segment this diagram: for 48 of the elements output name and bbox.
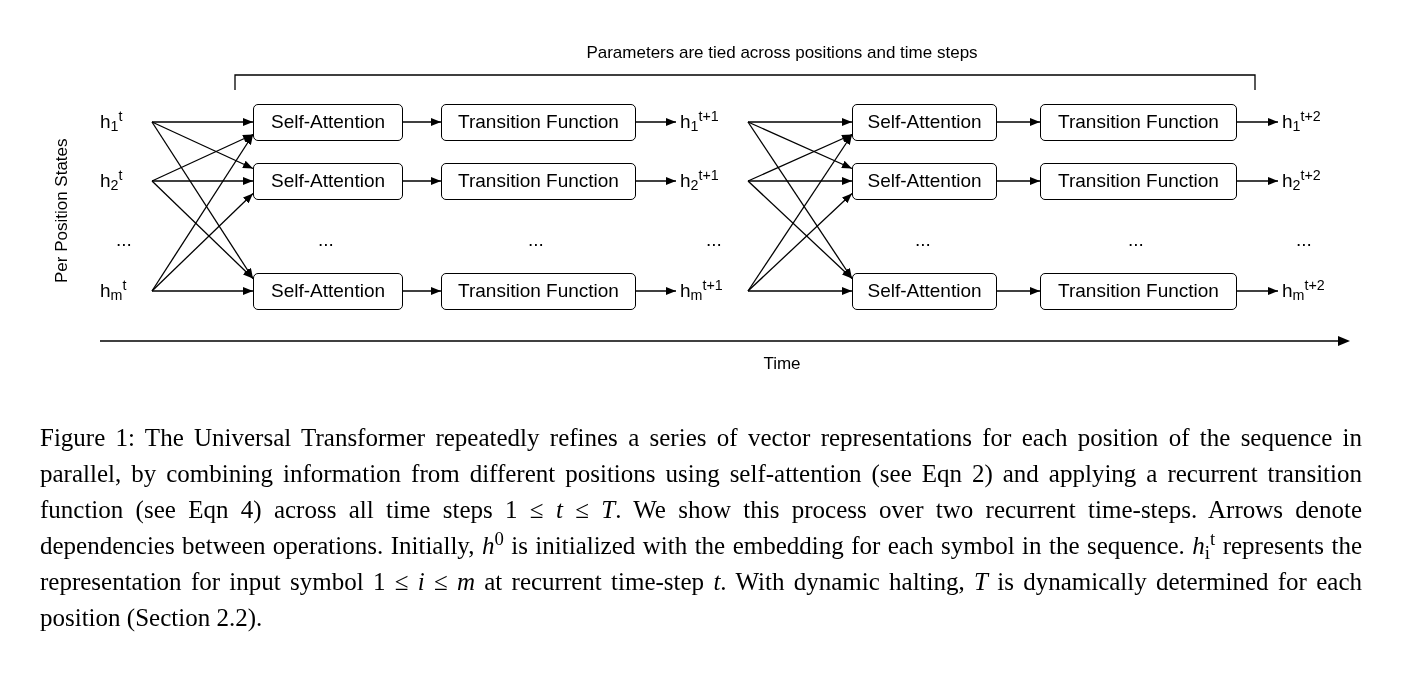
axis-label: Per Position States: [51, 137, 73, 286]
arrow: [635, 287, 677, 295]
ellipsis: ...: [915, 228, 931, 252]
arrow: [996, 118, 1041, 126]
arrow: [747, 192, 853, 292]
process-box: Transition Function: [441, 272, 636, 310]
arrow: [635, 118, 677, 126]
ellipsis: ...: [706, 228, 722, 252]
process-box: Transition Function: [1040, 272, 1237, 310]
arrow: [151, 121, 254, 170]
arrow: [996, 177, 1041, 185]
ellipsis: ...: [528, 228, 544, 252]
arrow: [747, 121, 853, 170]
arrow: [402, 287, 442, 295]
ellipsis: ...: [1128, 228, 1144, 252]
arrow: [996, 287, 1041, 295]
arrow: [1236, 177, 1279, 185]
axis-label: Time: [762, 353, 802, 375]
arrow: [151, 177, 254, 185]
ellipsis: ...: [116, 228, 132, 252]
arrow: [1236, 287, 1279, 295]
arrow: [747, 118, 853, 126]
process-box: Self-Attention: [253, 103, 403, 141]
arrow: [151, 118, 254, 126]
arrow: [747, 180, 853, 280]
process-box: Self-Attention: [852, 162, 997, 200]
arrow: [402, 177, 442, 185]
arrow: [1236, 118, 1279, 126]
arrow: [635, 177, 677, 185]
arrow: [747, 287, 853, 295]
arrow: [151, 133, 254, 182]
arrow: [402, 118, 442, 126]
process-box: Self-Attention: [253, 272, 403, 310]
arrow: [747, 177, 853, 185]
ellipsis: ...: [1296, 228, 1312, 252]
process-box: Self-Attention: [253, 162, 403, 200]
process-box: Self-Attention: [852, 103, 997, 141]
arrow: [747, 133, 853, 182]
bracket-label: Parameters are tied across positions and time steps: [585, 42, 979, 64]
arrow: [151, 287, 254, 295]
process-box: Transition Function: [1040, 103, 1237, 141]
process-box: Self-Attention: [852, 272, 997, 310]
process-box: Transition Function: [441, 103, 636, 141]
process-box: Transition Function: [1040, 162, 1237, 200]
process-box: Transition Function: [441, 162, 636, 200]
ellipsis: ...: [318, 228, 334, 252]
arrow: [151, 180, 254, 280]
arrow: [151, 192, 254, 292]
